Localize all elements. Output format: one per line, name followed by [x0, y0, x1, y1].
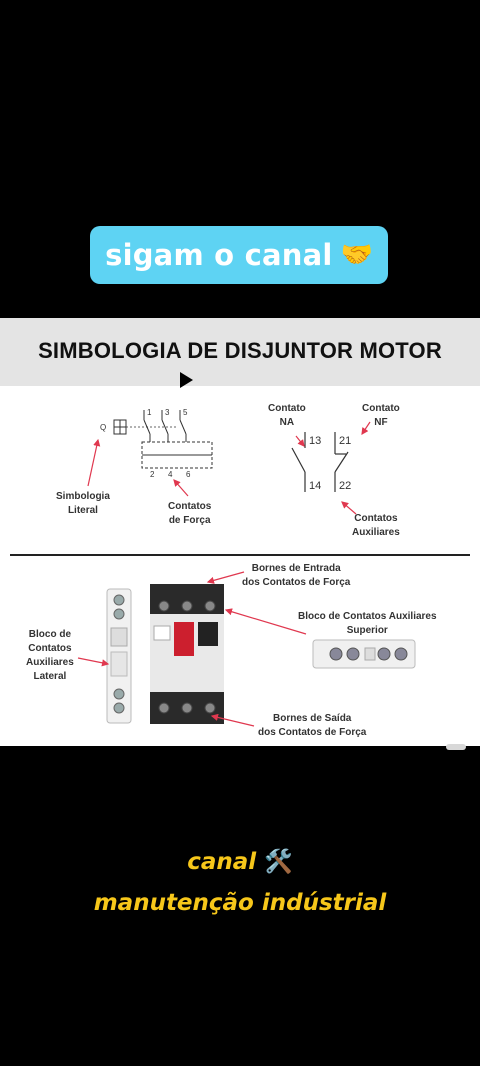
terminal-label: 5	[183, 408, 188, 417]
terminal-label: 3	[165, 408, 170, 417]
aux-terminal-label: 14	[309, 480, 321, 492]
terminal-label: 4	[168, 470, 173, 479]
scroll-indicator	[446, 744, 466, 750]
q-label: Q	[100, 423, 106, 432]
annotation-arrows	[77, 421, 371, 727]
aux-terminal-label: 21	[339, 435, 351, 447]
top-aux-block-image	[312, 639, 416, 669]
footer-subtitle: manutenção indústrial	[93, 890, 387, 916]
follow-channel-banner: sigam o canal 🤝	[90, 226, 388, 284]
footer-line1: canal	[187, 849, 257, 875]
pointer-cursor-icon	[180, 372, 193, 388]
title-bar: SIMBOLOGIA DE DISJUNTOR MOTOR	[0, 318, 480, 386]
diagram-panel: SIMBOLOGIA DE DISJUNTOR MOTOR Q 1 3 5 2 …	[0, 318, 480, 746]
section-divider	[10, 554, 470, 556]
page-title: SIMBOLOGIA DE DISJUNTOR MOTOR	[38, 338, 442, 363]
terminal-label: 6	[186, 470, 191, 479]
aux-terminal-label: 22	[339, 480, 351, 492]
aux-contacts-symbol: 13 21 14 22	[291, 432, 351, 492]
aux-terminal-label: 13	[309, 435, 321, 447]
breaker-symbol-diagram: Q 1 3 5 2 4 6	[100, 408, 213, 479]
banner-text: sigam o canal	[105, 238, 333, 272]
lateral-aux-block-image	[106, 588, 132, 724]
terminal-label: 2	[150, 470, 155, 479]
motor-breaker-image	[150, 584, 224, 724]
tools-icon: 🛠️	[264, 849, 293, 875]
footer-channel-line: canal 🛠️	[0, 848, 480, 875]
handshake-icon: 🤝	[340, 240, 373, 270]
terminal-label: 1	[147, 408, 152, 417]
